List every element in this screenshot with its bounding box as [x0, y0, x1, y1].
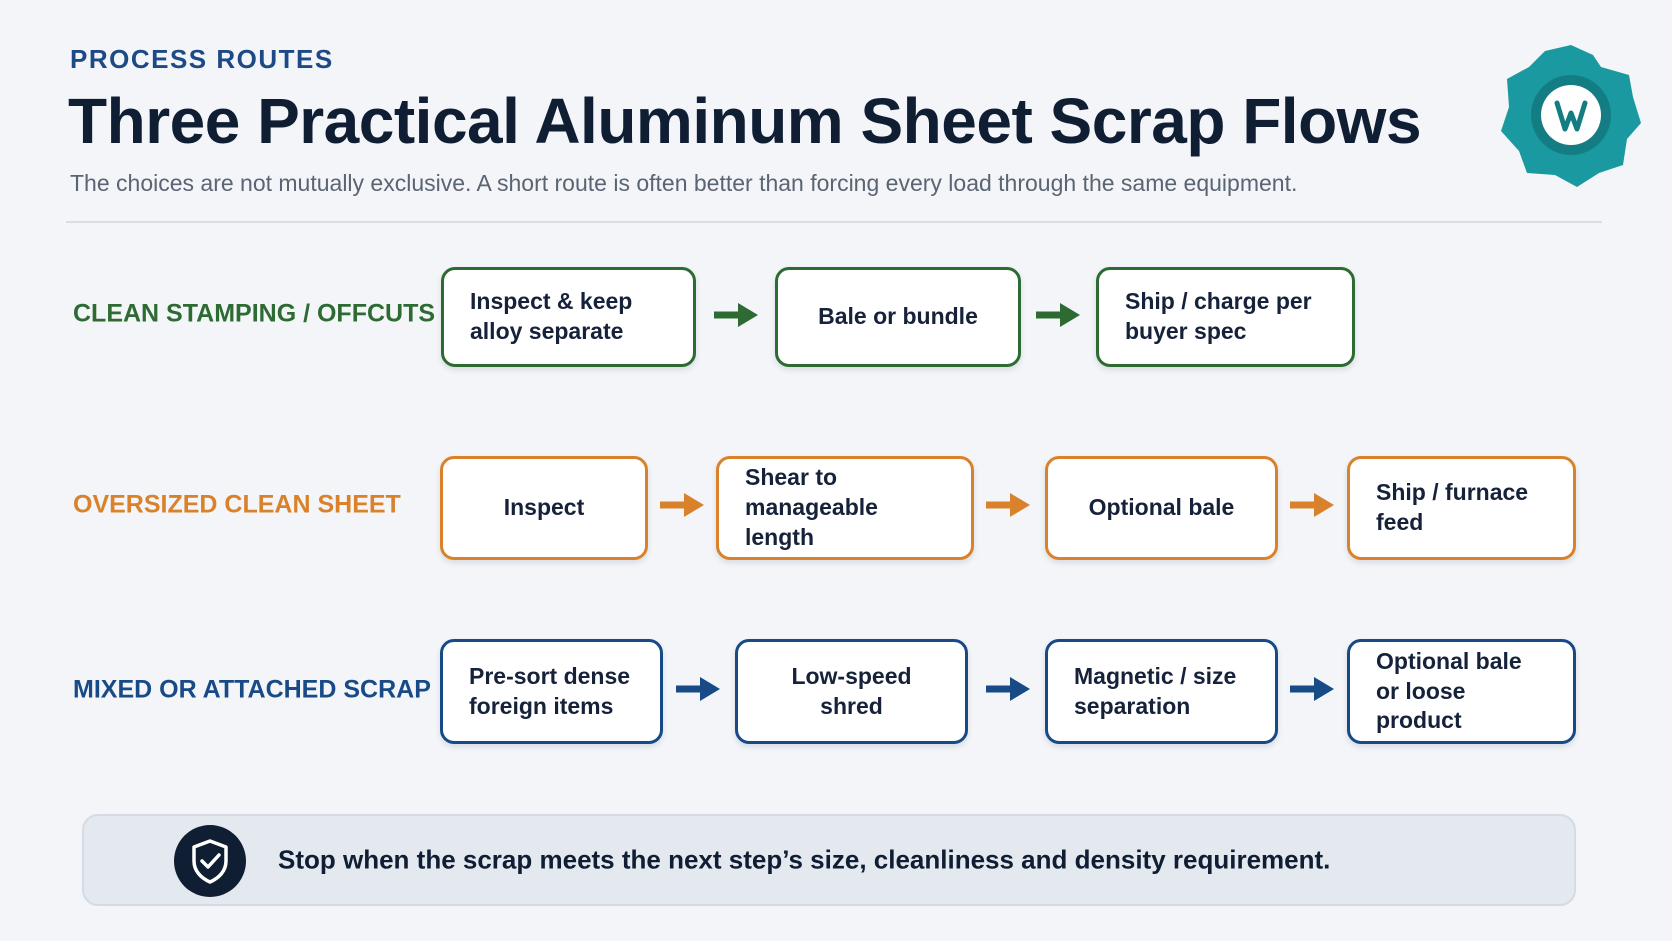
footer-text: Stop when the scrap meets the next step’… [278, 844, 1331, 875]
route-label-mixed-scrap: MIXED OR ATTACHED SCRAP [73, 675, 431, 704]
page-subtitle: The choices are not mutually exclusive. … [70, 170, 1298, 196]
step-label: Optional bale [1088, 494, 1235, 521]
step-label: Magnetic / size separation [1074, 662, 1237, 719]
step-label: Inspect & keep alloy separate [470, 288, 633, 344]
shield-check-icon [174, 825, 246, 897]
arrow-right-icon [986, 493, 1030, 517]
footer-callout: Stop when the scrap meets the next step’… [82, 814, 1576, 906]
step-label: Optional bale or loose product [1376, 647, 1522, 734]
route2-step-ship-furnace: Ship / furnace feed [1347, 456, 1576, 560]
arrow-right-icon [714, 303, 758, 327]
eyebrow-label: PROCESS ROUTES [70, 44, 334, 74]
step-label: Bale or bundle [818, 303, 978, 330]
route1-step-ship-charge: Ship / charge per buyer spec [1096, 267, 1355, 367]
route1-step-inspect-keep: Inspect & keep alloy separate [441, 267, 696, 367]
step-label: Ship / charge per buyer spec [1125, 288, 1312, 344]
route2-step-shear: Shear to manageable length [716, 456, 974, 560]
step-label: Low-speed shred [791, 662, 912, 719]
step-label: Shear to manageable length [745, 464, 878, 550]
route1-step-bale-bundle: Bale or bundle [775, 267, 1021, 367]
step-label: Inspect [503, 494, 585, 521]
route3-step-shred: Low-speed shred [735, 639, 968, 744]
route3-step-presort: Pre-sort dense foreign items [440, 639, 663, 744]
arrow-right-icon [1036, 303, 1080, 327]
step-label: Ship / furnace feed [1376, 479, 1529, 535]
route-label-clean-stamping: CLEAN STAMPING / OFFCUTS [73, 299, 436, 328]
arrow-right-icon [986, 677, 1030, 701]
route3-step-optional-bale-loose: Optional bale or loose product [1347, 639, 1576, 744]
gear-logo-icon [1501, 45, 1641, 187]
route2-step-optional-bale: Optional bale [1045, 456, 1278, 560]
step-label: Pre-sort dense foreign items [469, 662, 631, 719]
arrow-right-icon [1290, 493, 1334, 517]
page-title: Three Practical Aluminum Sheet Scrap Flo… [68, 85, 1422, 157]
arrow-right-icon [676, 677, 720, 701]
arrow-right-icon [1290, 677, 1334, 701]
route-label-oversized-sheet: OVERSIZED CLEAN SHEET [73, 490, 401, 519]
route3-step-magnetic: Magnetic / size separation [1045, 639, 1278, 744]
arrow-right-icon [660, 493, 704, 517]
route2-step-inspect: Inspect [440, 456, 648, 560]
header-divider [66, 221, 1602, 223]
